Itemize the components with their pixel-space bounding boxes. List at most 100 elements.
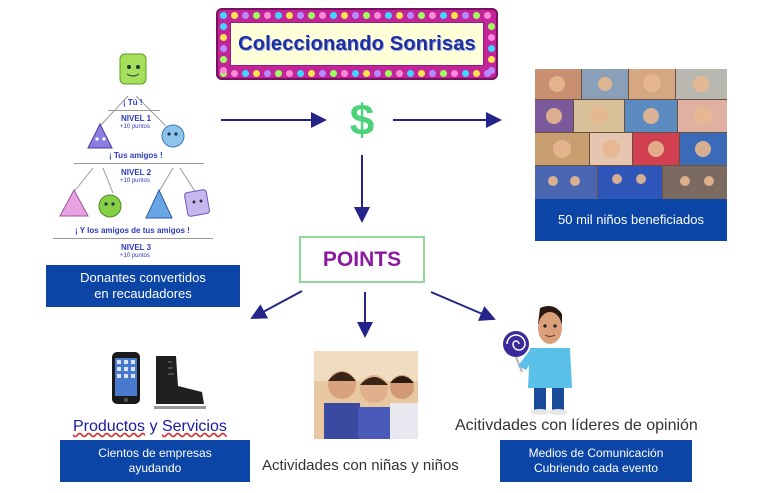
activities-children-label: Actividades con niñas y niños — [262, 457, 459, 474]
donors-caption-line1: Donantes convertidos — [80, 269, 206, 285]
pink-triangle-character-icon — [59, 188, 89, 217]
marquee-bulb — [296, 11, 304, 19]
points-box: POINTS — [299, 236, 425, 283]
products-image — [112, 352, 206, 409]
marquee-bulb — [219, 66, 227, 74]
marquee-bulb — [340, 69, 348, 77]
marquee-bulb — [472, 11, 480, 19]
marquee-bulb — [252, 11, 260, 19]
title-panel: Coleccionando Sonrisas — [230, 22, 484, 66]
marquee-bulb — [329, 69, 337, 77]
pyramid-level3-points: +10 puntos — [120, 253, 150, 259]
marquee-bulb — [487, 33, 495, 41]
marquee-bulb — [252, 69, 260, 77]
marquee-bulb — [285, 11, 293, 19]
green-ball-character-icon — [98, 194, 122, 218]
points-label: POINTS — [322, 247, 402, 271]
marquee-bulb — [450, 11, 458, 19]
marquee-bulb — [373, 69, 381, 77]
children-caption-text: 50 mil niños beneficiados — [558, 211, 704, 227]
marquee-bulb — [384, 69, 392, 77]
marquee-bulb — [318, 69, 326, 77]
marquee-bulb — [395, 69, 403, 77]
marquee-bulb — [307, 11, 315, 19]
green-block-character-icon — [119, 53, 147, 85]
pyramid-level2-label: NIVEL 2 — [121, 168, 152, 177]
products-heading-part1: Productos — [73, 418, 146, 435]
marquee-bulb — [362, 11, 370, 19]
marquee-bulb — [461, 69, 469, 77]
pyramid-level3-label: NIVEL 3 — [121, 243, 152, 252]
marquee-bulb — [417, 69, 425, 77]
arrow-points-to-leaders — [430, 291, 496, 321]
children-caption-box: 50 mil niños beneficiados — [535, 199, 727, 241]
pyramid-level1-label: NIVEL 1 — [121, 114, 152, 123]
pyramid-level2-friends: ¡ Tus amigos ! — [109, 151, 163, 160]
title-banner: Coleccionando Sonrisas — [216, 8, 498, 80]
marquee-bulb — [219, 55, 227, 63]
smartphone-icon — [112, 352, 140, 404]
pyramid-level1-points: +10 puntos — [120, 124, 150, 130]
marquee-bulb — [417, 11, 425, 19]
products-heading-and: y — [145, 418, 162, 435]
marquee-bulb — [351, 69, 359, 77]
marquee-bulb — [461, 11, 469, 19]
marquee-bulb — [241, 11, 249, 19]
ball-character-icon — [161, 124, 185, 148]
marquee-bulb — [230, 11, 238, 19]
marquee-bulb — [274, 11, 282, 19]
donors-caption-line2: en recaudadores — [94, 286, 192, 301]
marquee-bulb — [428, 11, 436, 19]
marquee-bulb — [384, 11, 392, 19]
purple-block-character-icon — [184, 189, 210, 217]
marquee-bulb — [274, 69, 282, 77]
marquee-bulb — [219, 33, 227, 41]
pyramid-level1-you: ¡ Tú ! — [123, 98, 143, 107]
dollar-icon: $ — [349, 96, 375, 145]
marquee-bulb — [395, 11, 403, 19]
pyramid-level3-friends-of-friends: ¡ Y los amigos de tus amigos ! — [75, 226, 190, 235]
marquee-bulb — [487, 55, 495, 63]
marquee-bulb — [487, 66, 495, 74]
marquee-bulb — [439, 69, 447, 77]
marquee-bulb — [340, 11, 348, 19]
marquee-bulb — [351, 11, 359, 19]
products-caption-box: Cientos de empresas ayudando — [60, 440, 250, 482]
leaders-heading: Acitivdades con líderes de opinión — [455, 417, 698, 434]
marquee-bulb — [285, 69, 293, 77]
marquee-bulb — [362, 69, 370, 77]
marquee-bulb — [307, 69, 315, 77]
marquee-bulb — [263, 69, 271, 77]
marquee-bulb — [450, 69, 458, 77]
opinion-leader-cartoon — [503, 306, 572, 415]
marquee-bulb — [230, 69, 238, 77]
products-caption-line1: Cientos de empresas — [98, 446, 212, 460]
children-photo-collage — [535, 69, 727, 200]
products-heading-part2: Servicios — [161, 418, 227, 435]
marquee-bulb — [483, 11, 491, 19]
marquee-bulb — [406, 69, 414, 77]
triangle-character-icon — [87, 122, 113, 149]
referral-pyramid-graphic — [59, 53, 210, 219]
donors-caption-box: Donantes convertidos en recaudadores — [46, 265, 240, 307]
ice-skates-icon — [154, 356, 206, 409]
marquee-bulb — [329, 11, 337, 19]
marquee-bulb — [219, 22, 227, 30]
pyramid-level2-points: +10 puntos — [120, 178, 150, 184]
marquee-bulb — [487, 44, 495, 52]
children-activity-photo — [314, 351, 418, 439]
marquee-bulb — [219, 44, 227, 52]
leaders-caption-line1: Medios de Comunicación — [528, 446, 664, 460]
marquee-bulb — [373, 11, 381, 19]
marquee-bulb — [219, 11, 227, 19]
marquee-bulb — [439, 11, 447, 19]
marquee-bulb — [472, 69, 480, 77]
leaders-caption-box: Medios de Comunicación Cubriendo cada ev… — [500, 440, 692, 482]
marquee-bulb — [296, 69, 304, 77]
products-caption-line2: ayudando — [128, 461, 182, 475]
arrow-points-to-products — [250, 290, 303, 319]
marquee-bulb — [263, 11, 271, 19]
blue-triangle-character-icon — [145, 188, 173, 219]
products-heading: Productos y Servicios — [73, 418, 227, 436]
